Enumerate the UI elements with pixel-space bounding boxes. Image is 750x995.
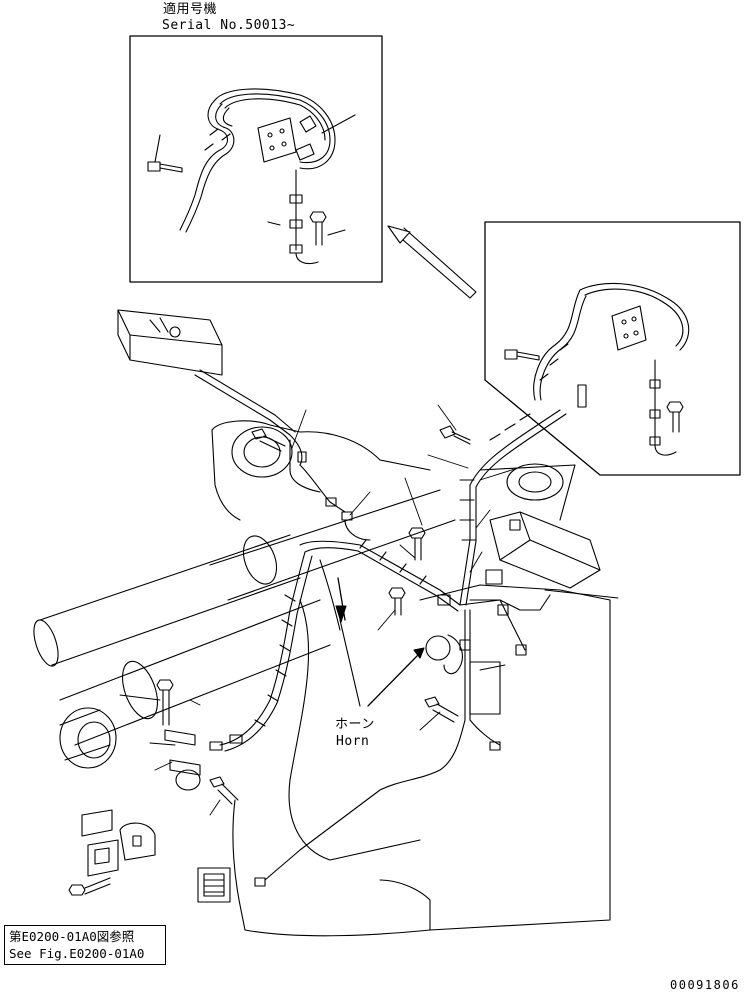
bolt — [389, 588, 405, 615]
inset-right-frame — [485, 222, 740, 475]
inset-bolt-left — [148, 135, 182, 172]
reference-note-japanese: 第E0200-01A0図参照 — [9, 929, 135, 944]
drawing-number: 00091806 — [670, 978, 740, 992]
inset-applicable-label: 適用号機 — [163, 2, 218, 17]
bolt — [252, 429, 285, 451]
bolt — [157, 680, 173, 725]
bolt — [425, 697, 458, 722]
reference-note-english: See Fig.E0200-01A0 — [9, 946, 145, 961]
bolt — [409, 528, 425, 560]
bolt — [210, 777, 238, 804]
inset-right-harness — [534, 283, 689, 400]
inset-serial-label: Serial No.50013~ — [162, 18, 296, 33]
horn-label-japanese: ホーン — [335, 717, 375, 732]
boom-cylinder — [29, 490, 455, 669]
horn — [336, 578, 462, 706]
lamp-housing — [118, 310, 222, 375]
inset-frame — [130, 36, 382, 282]
connectors — [210, 452, 526, 886]
bolts — [69, 426, 470, 895]
main-harness — [195, 370, 566, 880]
reference-note-box: 第E0200-01A0図参照 See Fig.E0200-01A0 — [4, 925, 166, 965]
inset-leader — [322, 115, 355, 133]
direction-arrow — [388, 226, 476, 298]
inset-detail-standard — [485, 222, 740, 475]
inset-bolt-right — [310, 212, 345, 245]
clamp-brackets — [82, 730, 230, 902]
bucket-pivot — [60, 708, 116, 768]
leader-lines — [120, 405, 618, 815]
engine-block — [480, 464, 600, 588]
arm-cylinder — [60, 531, 330, 745]
horn-label-english: Horn — [336, 734, 370, 749]
inset-right-bolt — [505, 350, 539, 360]
bolt — [69, 878, 110, 895]
mounting-frame — [212, 421, 430, 520]
inset-bracket-plate — [258, 116, 316, 162]
inset-detail-serial — [130, 36, 382, 282]
bolt — [440, 426, 470, 444]
inset-clamp-column — [268, 170, 318, 264]
inset-harness — [180, 89, 335, 232]
machine-frame — [233, 585, 610, 936]
